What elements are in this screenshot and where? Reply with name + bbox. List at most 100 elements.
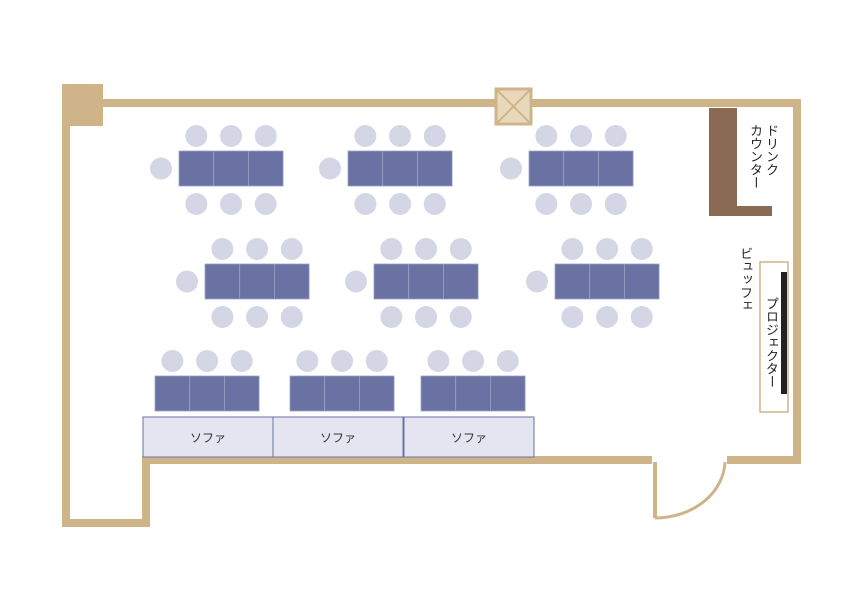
sofa: ソファ [142,416,274,458]
chair [150,157,172,180]
table-segment [273,263,310,300]
drink-counter-label: ドリンクカウンター [746,124,778,189]
chair [246,306,269,328]
sofa-label: ソファ [190,431,226,445]
drink-counter [709,108,772,216]
walls [62,84,801,527]
table-segment [382,150,418,187]
projector-screen [759,261,789,413]
chair [220,193,243,215]
chair [604,125,627,147]
chair [596,306,619,328]
table-segment [213,150,249,187]
chair [331,350,354,372]
table-group [526,238,660,328]
outer-wall [62,99,801,527]
chair [596,238,619,260]
table-segment [189,375,225,412]
chair [185,125,208,147]
chair [196,350,219,372]
table-group [345,238,479,328]
corner-pillar [62,84,103,126]
table-segment [247,150,284,187]
chair [604,193,627,215]
table-segment [420,375,457,412]
chair [570,125,593,147]
table-group [176,238,310,328]
chair [423,193,446,215]
chair [161,350,184,372]
table-segment [598,150,634,187]
table-group [420,350,526,412]
drink-counter-label-line1: ドリンク [763,124,778,176]
sofa-body [142,416,274,458]
chair [354,193,377,215]
door-icon [652,456,727,520]
chair [535,193,558,215]
chair [415,306,438,328]
chair [496,350,519,372]
table-segment [528,150,565,187]
table-segment [589,263,625,300]
chair [449,238,472,260]
sofa-body [403,416,535,458]
sofas: ソファ ソファ ソファ [142,416,535,458]
table-group [150,125,284,215]
table-segment [204,263,241,300]
table-segment [373,263,410,300]
table-segment [358,375,395,412]
chair [280,306,303,328]
chair [561,238,584,260]
chair [630,238,653,260]
chair [185,193,208,215]
chair [462,350,485,372]
table-group [289,350,395,412]
chair [380,238,403,260]
sofa-body [272,416,404,458]
projector-label: プロジェクター [763,297,778,388]
chair [254,193,277,215]
chair [176,270,198,293]
table-groups [150,125,660,412]
chair [345,270,367,293]
sofa: ソファ [272,416,404,458]
chair [449,306,472,328]
table-segment [289,375,326,412]
chair [296,350,319,372]
chair [380,306,403,328]
table-segment [239,263,275,300]
chair [280,238,303,260]
chair [415,238,438,260]
chair [220,125,243,147]
chair [246,238,269,260]
table-group [319,125,453,215]
chair [389,193,412,215]
sofa: ソファ [403,416,535,458]
chair [423,125,446,147]
chair [389,125,412,147]
chair [211,238,234,260]
table-segment [347,150,384,187]
chair [354,125,377,147]
chair [630,306,653,328]
chair [211,306,234,328]
buffet-label: ビュッフェ [737,247,752,312]
table-segment [223,375,260,412]
table-segment [442,263,479,300]
chair [535,125,558,147]
sofa-label: ソファ [451,431,487,445]
chair [230,350,253,372]
table-segment [408,263,444,300]
chair [319,157,341,180]
table-segment [554,263,591,300]
chair [570,193,593,215]
table-segment [455,375,491,412]
table-segment [624,263,660,300]
table-segment [178,150,215,187]
chair [526,270,548,293]
table-segment [563,150,599,187]
table-segment [324,375,360,412]
table-segment [154,375,191,412]
